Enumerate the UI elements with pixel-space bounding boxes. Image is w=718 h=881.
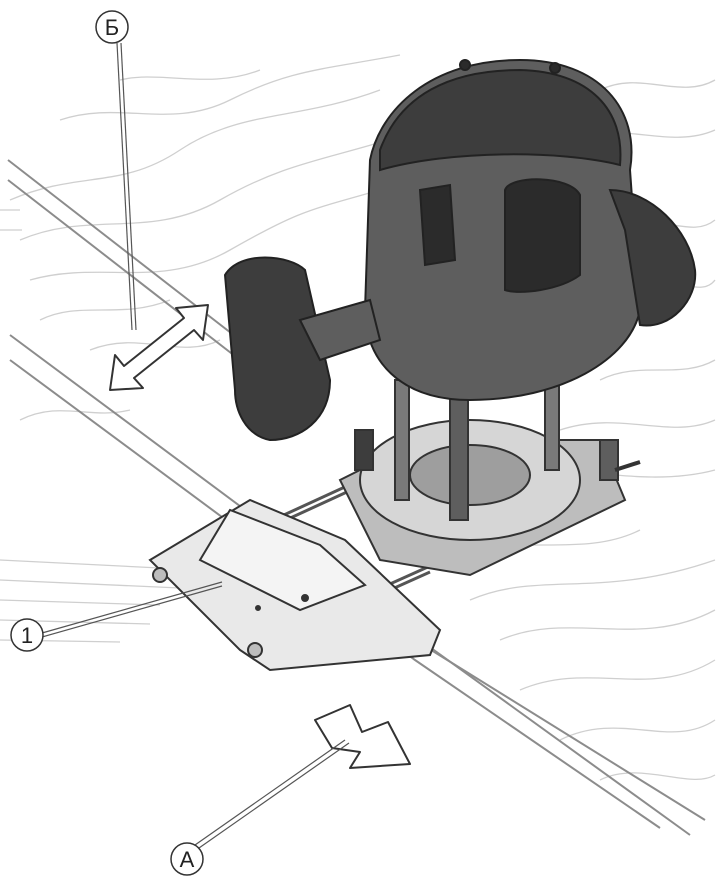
router-columns xyxy=(354,379,560,521)
double-arrow-icon xyxy=(109,304,209,391)
router-body xyxy=(223,58,697,442)
callout-b-label: Б xyxy=(105,15,119,40)
callout-a-label: А xyxy=(180,847,195,872)
arrow-right-down-icon xyxy=(314,704,411,769)
leader-lines xyxy=(41,42,350,849)
callout-b: Б xyxy=(95,10,129,44)
callout-a: А xyxy=(170,842,204,876)
callout-1-label: 1 xyxy=(21,623,33,648)
router-base xyxy=(338,419,641,577)
callout-1: 1 xyxy=(10,618,44,652)
parallel-guide xyxy=(148,498,442,672)
